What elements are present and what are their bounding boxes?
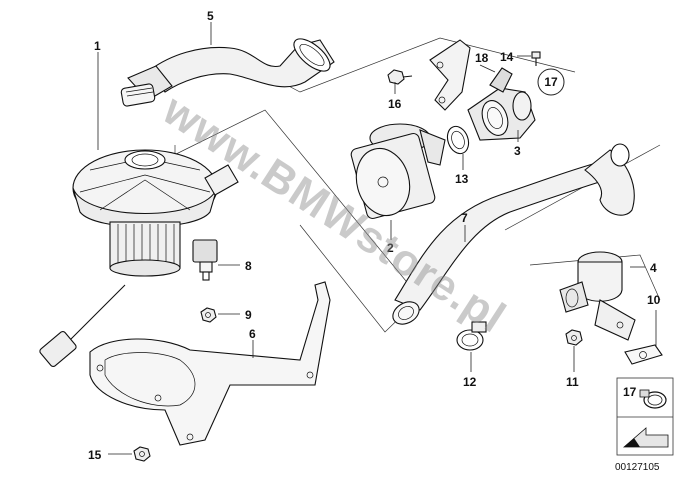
seal-ring-part-13 — [446, 125, 470, 155]
hose-clamp-icon — [639, 389, 667, 409]
hose-part-5 — [120, 38, 335, 107]
sensor-part-8 — [192, 239, 218, 281]
nut-part-9 — [200, 307, 217, 323]
hose-part-7 — [392, 143, 635, 325]
callout-14: 14 — [500, 50, 514, 64]
callout-10: 10 — [647, 293, 661, 307]
callout-13: 13 — [455, 172, 469, 186]
callouts: 1 5 2 3 4 6 7 8 9 10 11 12 13 14 15 16 1… — [88, 9, 661, 462]
callout-17-circle — [537, 68, 565, 96]
callout-5: 5 — [207, 9, 214, 23]
bracket-part-6 — [89, 281, 331, 446]
bolt-part-16 — [387, 69, 413, 85]
callout-9: 9 — [245, 308, 252, 322]
leader-lines — [97, 22, 657, 455]
nut-part-11 — [565, 329, 583, 346]
callout-18: 18 — [475, 51, 489, 65]
legend-box: 17 — [616, 377, 674, 456]
callout-16: 16 — [388, 97, 402, 111]
screw-part-14 — [531, 51, 541, 66]
callout-2: 2 — [387, 241, 394, 255]
gasket-part-10 — [624, 344, 663, 365]
callout-7: 7 — [461, 211, 468, 225]
callout-6: 6 — [249, 327, 256, 341]
callout-17: 17 — [544, 75, 558, 89]
arrow-icon — [622, 427, 669, 448]
callout-3: 3 — [514, 144, 521, 158]
bracket-part-18 — [429, 39, 471, 111]
document-id: 00127105 — [615, 462, 660, 473]
valve-part-3 — [467, 67, 536, 141]
callout-11: 11 — [566, 375, 579, 389]
check-valve-part-4 — [559, 251, 636, 341]
callout-1: 1 — [94, 39, 101, 53]
callout-15: 15 — [88, 448, 102, 462]
clamp-part-12 — [456, 321, 487, 351]
legend-ref-number: 17 — [623, 385, 637, 399]
callout-8: 8 — [245, 259, 252, 273]
callout-12: 12 — [463, 375, 477, 389]
actuator-part-2 — [350, 123, 446, 220]
air-pump-part-1 — [39, 149, 239, 368]
nut-part-15 — [133, 446, 151, 462]
callout-4: 4 — [650, 261, 657, 275]
